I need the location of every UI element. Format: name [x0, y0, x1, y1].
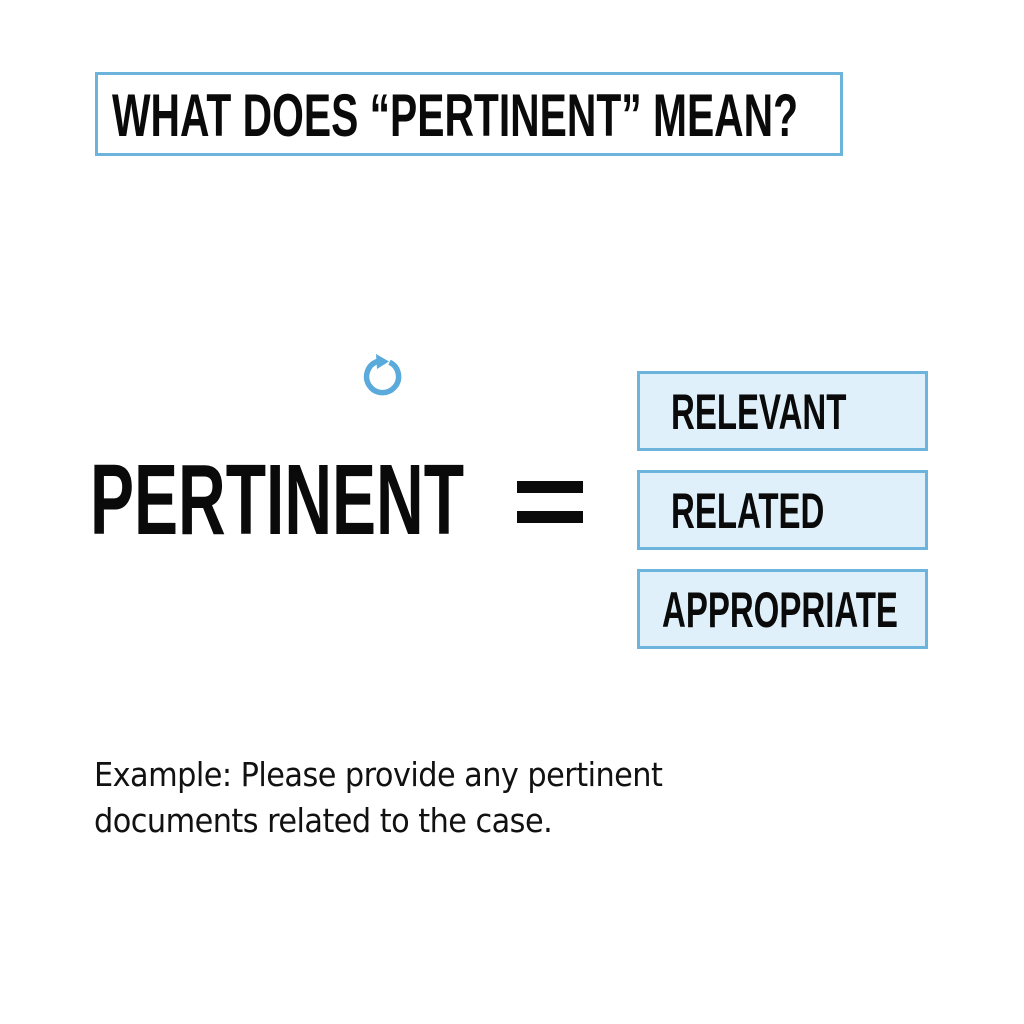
synonym-label: APPROPRIATE — [662, 582, 898, 638]
example-line-1: Example: Please provide any pertinent — [94, 755, 663, 794]
page-title: WHAT DOES “PERTINENT” MEAN? — [112, 82, 799, 149]
equals-bar-top — [517, 481, 583, 493]
synonym-box-relevant: RELEVANT — [637, 371, 928, 451]
term-word: PERTINENT — [90, 444, 465, 556]
synonym-label: RELATED — [671, 483, 825, 539]
equals-bar-bottom — [517, 511, 583, 523]
synonym-box-related: RELATED — [637, 470, 928, 550]
example-line-2: documents related to the case. — [94, 801, 553, 840]
title-box: WHAT DOES “PERTINENT” MEAN? — [95, 72, 843, 156]
synonym-box-appropriate: APPROPRIATE — [637, 569, 928, 649]
synonym-label: RELEVANT — [671, 384, 847, 440]
equals-sign — [517, 481, 583, 523]
example-sentence: Example: Please provide any pertinent do… — [94, 752, 756, 844]
refresh-icon — [356, 350, 408, 402]
